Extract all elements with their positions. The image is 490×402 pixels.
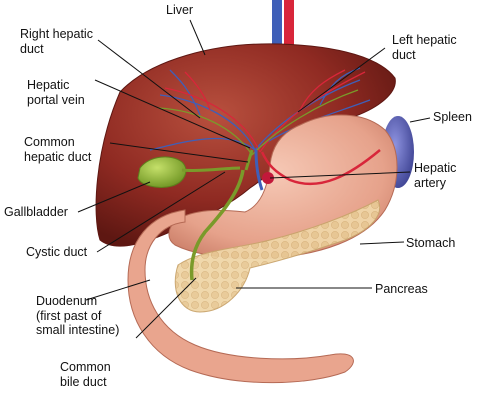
common-bile-duct: [189, 169, 245, 281]
leader-common-bile-duct: [135, 277, 197, 339]
common-hepatic-duct: [244, 149, 254, 171]
leader-cystic-duct: [96, 171, 226, 253]
leader-stomach: [359, 241, 405, 245]
label-left-hepatic-duct: Left hepatic duct: [392, 33, 457, 62]
label-stomach: Stomach: [406, 236, 456, 250]
label-gallbladder: Gallbladder: [4, 205, 68, 219]
leader-left-hepatic-duct: [297, 47, 386, 113]
leader-common-hepatic-duct: [109, 142, 249, 163]
leader-lines: [77, 19, 431, 339]
label-pancreas: Pancreas: [375, 282, 428, 296]
leader-hepatic-artery: [269, 171, 411, 179]
label-hepatic-portal-vein: Hepatic portal vein: [27, 78, 85, 107]
gallbladder: [137, 156, 187, 188]
pancreas: [174, 199, 381, 313]
label-common-hepatic-duct: Common hepatic duct: [24, 135, 92, 164]
portal-vein: [254, 149, 264, 191]
label-hepatic-artery: Hepatic artery: [414, 161, 457, 190]
label-spleen: Spleen: [433, 110, 472, 124]
hepatic-artery: [260, 149, 381, 186]
leader-right-hepatic-duct: [97, 39, 201, 119]
leader-duodenum: [85, 279, 151, 301]
leader-gallbladder: [77, 181, 151, 213]
label-cystic-duct: Cystic duct: [26, 245, 88, 259]
label-right-hepatic-duct: Right hepatic duct: [20, 27, 93, 56]
label-common-bile-duct: Common bile duct: [60, 360, 111, 389]
aorta: [284, 0, 294, 50]
duodenum: [127, 209, 354, 384]
label-duodenum: Duodenum (first past of small intestine): [36, 294, 120, 337]
leader-liver: [189, 19, 206, 56]
liver-ducts: [157, 89, 359, 156]
vena-cava: [272, 0, 282, 48]
leader-hepatic-portal-vein: [94, 79, 251, 149]
leader-spleen: [409, 117, 431, 123]
label-liver: Liver: [166, 3, 194, 17]
celiac-node: [262, 172, 274, 184]
cystic-duct: [181, 166, 241, 173]
